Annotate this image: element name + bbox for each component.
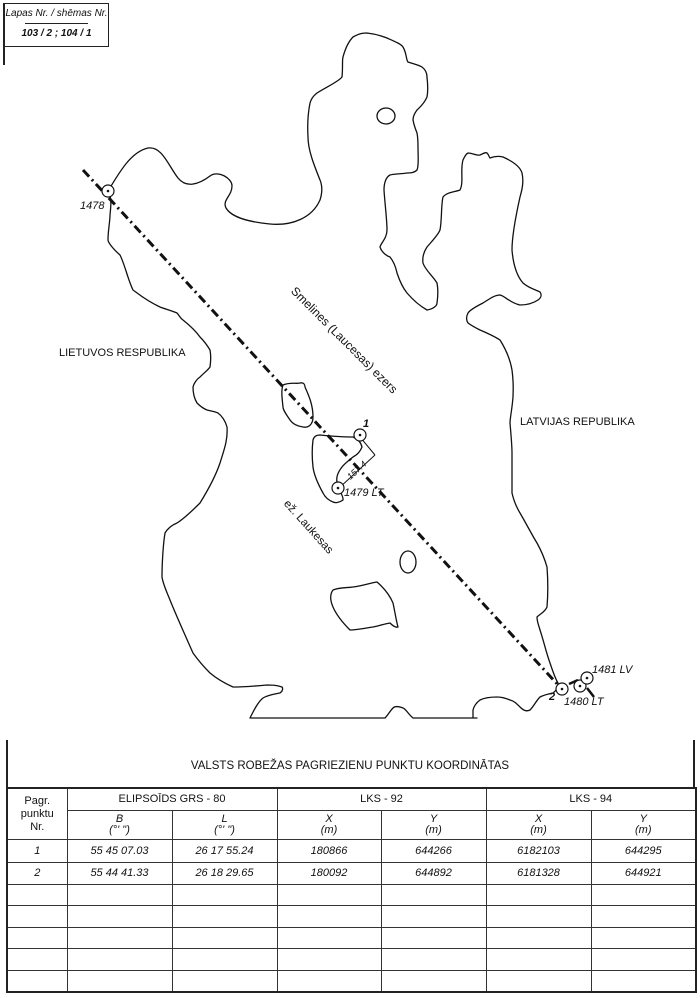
- lake-shoreline: [107, 32, 559, 719]
- boundary-mark: [586, 687, 595, 698]
- header-text: Nr.: [30, 820, 45, 833]
- distance-line: [338, 454, 376, 489]
- empty-row: [6, 926, 697, 950]
- header-point-number: Pagr. punktu Nr.: [6, 787, 68, 841]
- header-group-grs80: ELIPSOĪDS GRS - 80: [66, 787, 278, 811]
- table-row: 1 55 45 07.03 26 17 55.24 180866 644266 …: [6, 839, 697, 863]
- boundary-map: [81, 32, 595, 719]
- subheader-unit: (°' "): [214, 824, 235, 837]
- coordinates-table: Pagr. punktu Nr. ELIPSOĪDS GRS - 80 LKS …: [6, 787, 698, 993]
- label-point-1: 1: [363, 418, 370, 430]
- subheader-name: X: [325, 813, 333, 826]
- cell-y94: 644921: [590, 861, 697, 886]
- cell-b: 55 44 41.33: [66, 861, 173, 886]
- cell-l: 26 18 29.65: [171, 861, 278, 886]
- cell-b: 55 45 07.03: [66, 839, 173, 863]
- subheader-name: L: [221, 813, 228, 826]
- divider: [25, 23, 88, 24]
- cell-x92: 180866: [276, 839, 382, 863]
- island-north: [376, 107, 396, 125]
- frame-border: [6, 740, 8, 788]
- frame-border: [3, 45, 5, 65]
- subheader-unit: (°' "): [109, 824, 130, 837]
- subheader-y94: Y(m): [590, 809, 697, 841]
- header-group-lks92: LKS - 92: [276, 787, 487, 811]
- sheet-number-label: Lapas Nr. / shēmas Nr.: [5, 8, 108, 19]
- empty-row: [6, 969, 697, 993]
- cell-point-number: 2: [6, 861, 68, 886]
- label-point-1479: 1479 LT: [344, 487, 384, 499]
- subheader-unit: (m): [530, 824, 547, 837]
- subheader-unit: (m): [635, 824, 652, 837]
- island-d: [330, 581, 399, 631]
- label-lithuania: LIETUVOS RESPUBLIKA: [59, 347, 186, 359]
- island-a: [281, 382, 314, 428]
- subheader-unit: (m): [320, 824, 338, 837]
- subheader-l: L(°' "): [171, 809, 278, 841]
- label-point-2: 2: [549, 691, 556, 703]
- empty-row: [6, 948, 697, 971]
- label-point-1480: 1480 LT: [564, 696, 604, 708]
- empty-row: [6, 884, 697, 907]
- subheader-name: Y: [639, 813, 647, 826]
- frame-border: [693, 740, 695, 788]
- label-point-1478: 1478: [80, 200, 105, 212]
- subheader-name: B: [115, 813, 124, 826]
- subheader-name: Y: [429, 813, 438, 826]
- subheader-x92: X(m): [276, 809, 382, 841]
- subheader-y92: Y(m): [380, 809, 487, 841]
- cell-y94: 644295: [590, 839, 697, 863]
- subheader-unit: (m): [425, 824, 442, 837]
- cell-y92: 644892: [380, 861, 487, 886]
- cell-x92: 180092: [276, 861, 382, 886]
- subheader-name: X: [534, 813, 543, 826]
- subheader-x94: X(m): [485, 809, 592, 841]
- sheet-number-value: 103 / 2 ; 104 / 1: [21, 28, 92, 39]
- sheet-number-box: Lapas Nr. / shēmas Nr. 103 / 2 ; 104 / 1: [3, 3, 109, 47]
- cell-y92: 644266: [380, 839, 487, 863]
- subheader-b: B(°' "): [66, 809, 173, 841]
- cell-l: 26 17 55.24: [171, 839, 278, 863]
- header-text: punktu: [20, 807, 54, 820]
- island-c: [399, 550, 417, 574]
- cell-point-number: 1: [6, 839, 68, 863]
- label-latvia: LATVIJAS REPUBLIKA: [520, 416, 635, 428]
- header-group-lks94: LKS - 94: [485, 787, 697, 811]
- table-title: VALSTS ROBEŽAS PAGRIEZIENU PUNKTU KOORDI…: [190, 760, 510, 772]
- state-boundary-line: [81, 168, 562, 689]
- cell-x94: 6182103: [485, 839, 592, 863]
- table-row: 2 55 44 41.33 26 18 29.65 180092 644892 …: [6, 861, 697, 886]
- label-point-1481: 1481 LV: [592, 664, 633, 676]
- cell-x94: 6181328: [485, 861, 592, 886]
- empty-row: [6, 905, 697, 928]
- header-text: Pagr.: [24, 794, 51, 807]
- island-b: [311, 434, 363, 504]
